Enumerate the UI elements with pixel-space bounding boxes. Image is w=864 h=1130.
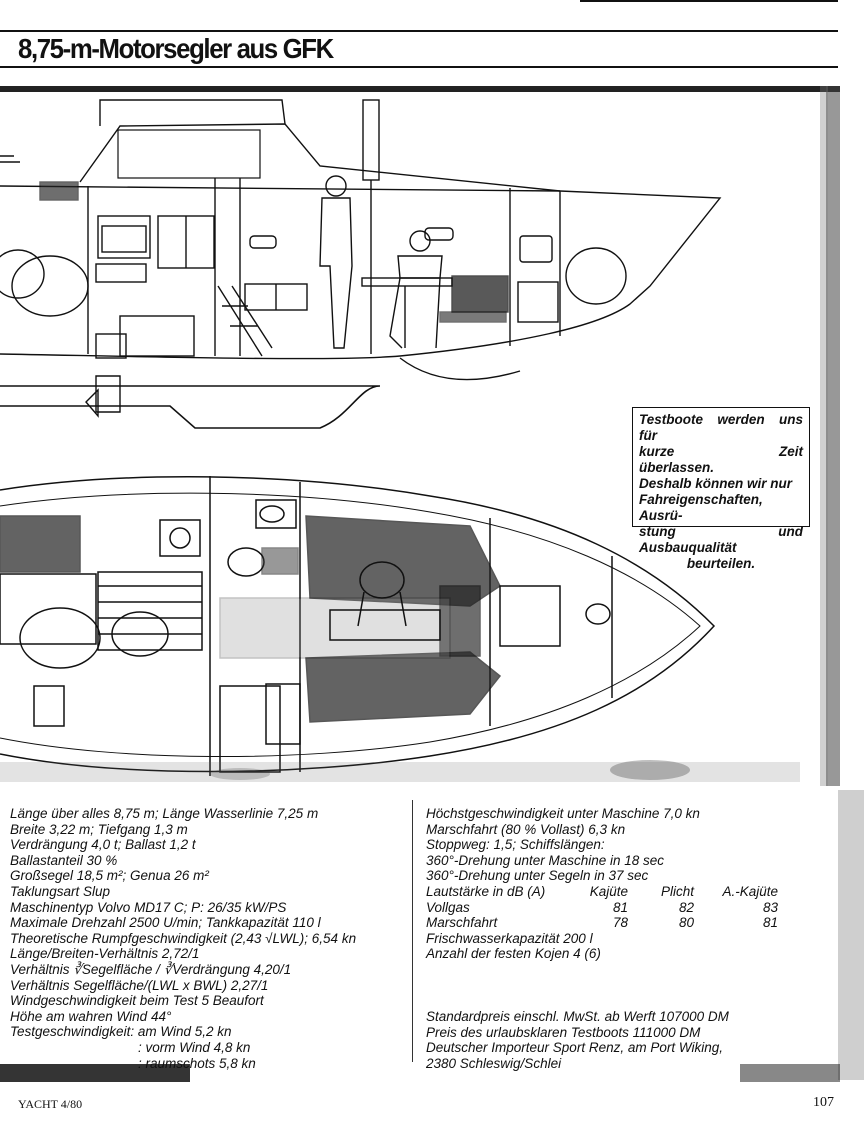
sound-table-row: Marschfahrt 78 80 81: [426, 915, 846, 931]
spec-line: Verdrängung 4,0 t; Ballast 1,2 t: [10, 837, 196, 853]
side-section: [0, 99, 722, 429]
page-number: 107: [813, 1095, 834, 1110]
top-corner-mark: [580, 0, 838, 2]
column-divider: [412, 800, 413, 1062]
sound-cell: 81: [762, 915, 778, 931]
spec-line: : vorm Wind 4,8 kn: [138, 1039, 251, 1055]
sound-cell: Vollgas: [426, 899, 470, 915]
spec-line: Verhältnis Segelfläche/(LWL x BWL) 2,27/…: [10, 977, 269, 993]
right-scan-edge: [838, 790, 864, 1080]
sound-header-cell: Kajüte: [589, 883, 628, 899]
spec-line: Windgeschwindigkeit beim Test 5 Beaufort: [10, 993, 264, 1009]
spec-line: Theoretische Rumpfgeschwindigkeit (2,43 …: [10, 930, 357, 946]
sound-cell: 82: [678, 899, 694, 915]
spec-line: Großsegel 18,5 m²; Genua 26 m²: [10, 868, 209, 884]
spec-line: Taklungsart Slup: [10, 883, 111, 899]
notice-line: Fahreigenschaften, Ausrü-: [639, 492, 763, 523]
spacer: [426, 962, 846, 1009]
spec-line: Marschfahrt (80 % Vollast) 6,3 kn: [426, 821, 626, 837]
spec-line: Anzahl der festen Kojen 4 (6): [426, 946, 601, 962]
title-underline: [0, 66, 838, 68]
article-title: 8,75-m-Motorsegler aus GFK: [18, 33, 334, 64]
sound-cell: 81: [612, 899, 628, 915]
price-line: 2380 Schleswig/Schlei: [426, 1055, 562, 1071]
sound-cell: 83: [762, 899, 778, 915]
spec-line: Maximale Drehzahl 2500 U/min; Tankkapazi…: [10, 915, 321, 931]
top-rule: [0, 30, 838, 32]
sound-table-header: Lautstärke in dB (A) Kajüte Plicht A.-Ka…: [426, 884, 846, 900]
specs-right-column: Höchstgeschwindigkeit unter Maschine 7,0…: [426, 806, 846, 1071]
plan-view: [0, 476, 716, 776]
magazine-issue: YACHT 4/80: [18, 1097, 83, 1111]
sound-table-row: Vollgas 81 82 83: [426, 900, 846, 916]
notice-box: Testboote werden uns für kurze Zeit über…: [632, 407, 810, 571]
price-line: Standardpreis einschl. MwSt. ab Werft 10…: [426, 1008, 729, 1024]
notice-line: stung und Ausbauqualität: [639, 524, 803, 555]
sound-cell: 80: [678, 915, 694, 931]
sound-header-cell: A.-Kajüte: [722, 883, 778, 899]
spec-line: Länge/Breiten-Verhältnis 2,72/1: [10, 946, 200, 962]
yacht-drawing: [0, 86, 840, 786]
specs-left-column: Länge über alles 8,75 m; Länge Wasserlin…: [10, 806, 410, 1071]
spec-line: Frischwasserkapazität 200 l: [426, 930, 593, 946]
bottom-scan-mark: [740, 1064, 840, 1082]
sound-cell: 78: [612, 915, 628, 931]
spec-line: Breite 3,22 m; Tiefgang 1,3 m: [10, 821, 188, 837]
sound-header-cell: Plicht: [660, 883, 694, 899]
notice-line: Deshalb können wir nur: [639, 476, 793, 491]
notice-line: kurze Zeit überlassen.: [639, 444, 803, 475]
spec-line: Höhe am wahren Wind 44°: [10, 1008, 172, 1024]
spec-line: Maschinentyp Volvo MD17 C; P: 26/35 kW/P…: [10, 899, 287, 915]
price-line: Preis des urlaubsklaren Testboots 111000…: [426, 1024, 701, 1040]
spec-line: Ballastanteil 30 %: [10, 852, 118, 868]
notice-line: Testboote werden uns für: [639, 412, 803, 443]
spec-line: Höchstgeschwindigkeit unter Maschine 7,0…: [426, 806, 700, 821]
bottom-scan-mark: [0, 1064, 190, 1082]
sound-cell: Marschfahrt: [426, 915, 498, 931]
spec-line: Stoppweg: 1,5; Schiffslängen:: [426, 837, 605, 853]
spec-line: 360°-Drehung unter Maschine in 18 sec: [426, 852, 665, 868]
sound-header-cell: Lautstärke in dB (A): [426, 883, 546, 899]
spec-line: Länge über alles 8,75 m; Länge Wasserlin…: [10, 806, 319, 821]
spec-line: Testgeschwindigkeit: am Wind 5,2 kn: [10, 1024, 232, 1040]
spec-line: 360°-Drehung unter Segeln in 37 sec: [426, 868, 649, 884]
notice-line: beurteilen.: [686, 556, 756, 571]
spec-line: Verhältnis ∛Segelfläche / ∛Verdrängung 4…: [10, 961, 292, 977]
price-line: Deutscher Importeur Sport Renz, am Port …: [426, 1040, 723, 1056]
